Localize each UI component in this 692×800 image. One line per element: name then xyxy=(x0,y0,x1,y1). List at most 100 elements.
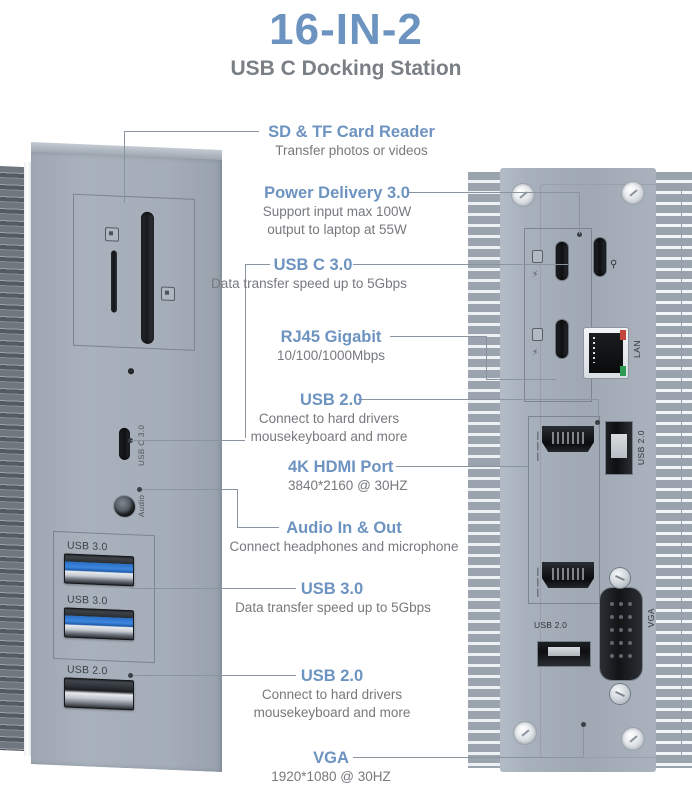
right-device-usbc-port-1[interactable] xyxy=(556,242,568,280)
leader-sd-tf-vertical xyxy=(124,131,125,203)
right-device-usb2-port-upper[interactable] xyxy=(606,422,632,474)
right-device-hdmi-port-1[interactable] xyxy=(542,426,594,452)
left-device-heatsink-fins xyxy=(0,166,26,752)
sd-card-slot[interactable] xyxy=(141,211,154,345)
callout-sd-tf-card-reader: SD & TF Card Reader Transfer photos or v… xyxy=(264,122,439,160)
right-device-vga-port[interactable] xyxy=(600,588,642,680)
leader-sd-tf-horizontal xyxy=(124,131,259,132)
right-device-usb2-port-lower[interactable] xyxy=(538,642,590,666)
callout-subtitle: Data transfer speed up to 5Gbps xyxy=(211,276,407,291)
callout-usb-2-rear: USB 2.0 Connect to hard drivers mousekey… xyxy=(251,390,408,446)
callout-subtitle-line2: mousekeyboard and more xyxy=(253,705,411,720)
left-device-usbc-label: USB C 3.0 xyxy=(137,424,146,467)
usbc-icon-2 xyxy=(532,328,543,341)
right-device-usbc-port-2[interactable] xyxy=(556,320,568,358)
screw-top-left xyxy=(512,184,534,206)
callout-title: USB C 3.0 xyxy=(273,256,353,274)
right-device-right-heatsink-fins xyxy=(652,172,692,768)
callout-subtitle-line2: output to laptop at 55W xyxy=(267,222,407,237)
right-device-usb2-lower-label: USB 2.0 xyxy=(534,620,568,630)
callout-vga: VGA 1920*1080 @ 30HZ xyxy=(271,748,391,786)
leader-usb2-front xyxy=(131,675,296,676)
leader-usb2-rear-vertical xyxy=(598,399,599,423)
leader-vga-vertical xyxy=(583,727,584,757)
left-device-usb2-port[interactable] xyxy=(64,677,134,711)
leader-vga-dot xyxy=(581,722,586,727)
callout-power-delivery: Power Delivery 3.0 Support input max 100… xyxy=(262,183,412,239)
hdmi-icon-1: ❘❘❘ xyxy=(532,430,542,462)
leader-rj45-horizontal xyxy=(390,336,486,337)
power-delivery-icon: ⚲ xyxy=(610,259,618,270)
leader-power-delivery xyxy=(409,192,579,193)
leader-audio-dot xyxy=(137,487,142,492)
callout-usb-3-front: USB 3.0 Data transfer speed up to 5Gbps xyxy=(235,579,431,617)
leader-usbc-vertical xyxy=(245,264,246,438)
left-device-usb3-port-1[interactable] xyxy=(64,553,134,587)
right-device-usb2-upper-label: USB 2.0 xyxy=(636,430,646,466)
power-led-indicator xyxy=(128,368,134,375)
callout-subtitle: 10/100/1000Mbps xyxy=(276,348,386,363)
right-device-lan-port[interactable] xyxy=(584,328,628,378)
usb-symbol-2: ⚡ xyxy=(532,347,539,357)
right-device-face: ⚡ ⚡ ⚲ LAN ❘❘❘ ❘❘❘ USB 2.0 xyxy=(500,168,682,772)
callout-title: Audio In & Out xyxy=(286,519,402,537)
leader-hdmi-horizontal xyxy=(396,466,528,467)
right-device-pd-port[interactable] xyxy=(594,238,606,276)
callout-subtitle-line1: Support input max 100W xyxy=(262,204,412,219)
screw-top-right xyxy=(622,182,644,204)
page-subtitle: USB C Docking Station xyxy=(230,57,462,80)
leader-usbc-left-stub xyxy=(245,264,270,265)
leader-left-usbc-line xyxy=(131,440,245,441)
right-device-lan-label: LAN xyxy=(632,340,642,359)
leader-usb2-front-dot xyxy=(128,673,133,678)
leader-pd-vertical xyxy=(579,192,580,234)
left-device-audio-label: Audio xyxy=(137,494,146,518)
callout-title: USB 3.0 xyxy=(300,580,364,598)
right-device-inner-outline xyxy=(540,184,682,758)
leader-usb2-rear-horizontal xyxy=(358,399,598,400)
left-device-audio-jack[interactable] xyxy=(114,495,135,518)
left-device-card-slots-group xyxy=(73,193,195,351)
right-device-vga-label: VGA xyxy=(646,608,656,628)
leader-usb2-rear-dot xyxy=(595,420,600,425)
usb-symbol-1: ⚡ xyxy=(532,269,539,279)
left-device-usb2-label: USB 2.0 xyxy=(67,663,108,678)
callout-title: USB 2.0 xyxy=(300,391,363,409)
left-device-usb3b-label: USB 3.0 xyxy=(67,593,108,608)
callout-usb-2-front: USB 2.0 Connect to hard drivers mousekey… xyxy=(254,666,411,722)
callout-title: USB 2.0 xyxy=(300,667,364,685)
hdmi-icon-2: ❘❘❘ xyxy=(532,566,542,598)
leader-vga-horizontal xyxy=(353,757,583,758)
callout-hdmi-4k: 4K HDMI Port 3840*2160 @ 30HZ xyxy=(288,457,408,495)
tf-card-slot[interactable] xyxy=(111,250,117,313)
vga-pin-array xyxy=(608,600,634,668)
callout-subtitle-line2: mousekeyboard and more xyxy=(250,429,408,444)
right-device-usbc-group xyxy=(524,228,592,402)
left-device-usb3a-label: USB 3.0 xyxy=(67,539,108,554)
callout-title: VGA xyxy=(313,749,349,767)
vga-thumbscrew-top xyxy=(610,568,630,588)
callout-subtitle: 1920*1080 @ 30HZ xyxy=(271,769,391,784)
right-device-hdmi-group xyxy=(528,416,600,604)
callout-title: Power Delivery 3.0 xyxy=(264,184,410,202)
tf-card-icon xyxy=(105,227,119,242)
leader-audio-horizontal xyxy=(237,527,279,528)
callout-subtitle: Data transfer speed up to 5Gbps xyxy=(235,600,431,615)
right-device-hdmi-port-2[interactable] xyxy=(542,562,594,588)
lan-led-amber xyxy=(620,330,626,340)
callout-subtitle-line1: Connect to hard drivers xyxy=(258,411,400,426)
callout-title: RJ45 Gigabit xyxy=(280,328,382,346)
left-device-usb3-port-2[interactable] xyxy=(64,607,134,641)
leader-audio-to-jack xyxy=(140,489,237,490)
left-device-usbc-port[interactable] xyxy=(119,427,130,461)
right-device-rear-panel: ⚡ ⚡ ⚲ LAN ❘❘❘ ❘❘❘ USB 2.0 xyxy=(468,168,692,772)
page-header: 16-IN-2 USB C Docking Station xyxy=(0,0,692,84)
callout-usb-c-3: USB C 3.0 Data transfer speed up to 5Gbp… xyxy=(211,255,407,293)
leader-audio-vertical xyxy=(237,489,238,527)
left-device-face: USB C 3.0 Audio USB 3.0 USB 3.0 USB 2.0 xyxy=(31,152,222,773)
usbc-icon-1 xyxy=(532,250,543,263)
leader-usb3-front xyxy=(131,588,296,589)
leader-rj45-vertical xyxy=(486,336,487,379)
left-device-front-panel: USB C 3.0 Audio USB 3.0 USB 3.0 USB 2.0 xyxy=(0,142,222,773)
lan-port-cavity xyxy=(589,333,623,373)
